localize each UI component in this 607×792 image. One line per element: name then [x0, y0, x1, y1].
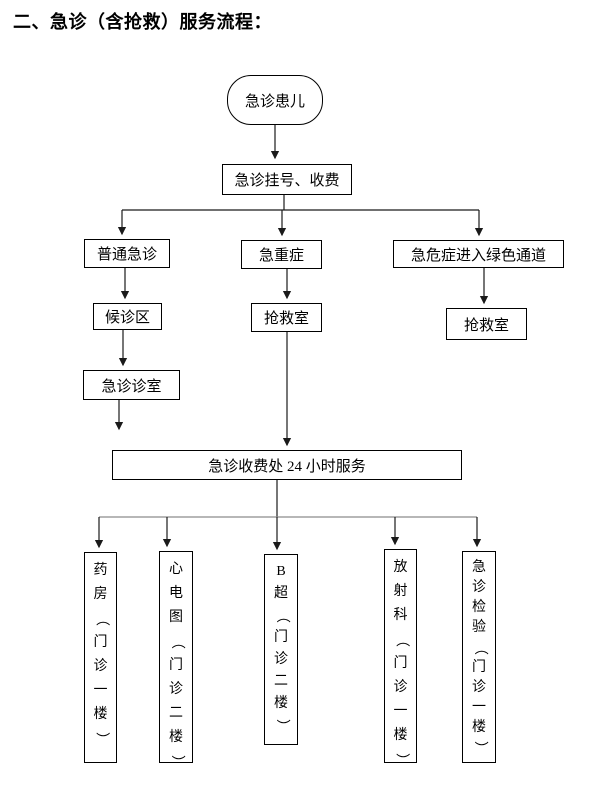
node-ecg: 心电图（门诊二楼）	[159, 551, 193, 769]
node-acute-severe: 急重症	[241, 240, 322, 269]
node-label: 急诊挂号、收费	[234, 173, 340, 189]
node-emergency-lab: 急诊检验（门诊一楼）	[462, 551, 496, 763]
node-waiting-area: 候诊区	[93, 303, 162, 330]
node-rescue-room-right: 抢救室	[446, 308, 527, 340]
node-fee-office-24h: 急诊收费处 24 小时服务	[112, 450, 462, 480]
node-label: 抢救室	[463, 317, 509, 334]
node-emergency-clinic-room: 急诊诊室	[83, 370, 180, 400]
node-label: 急诊收费处 24 小时服务	[208, 458, 366, 475]
node-label: 急危症进入绿色通道	[410, 247, 546, 264]
node-registration-fee: 急诊挂号、收费	[222, 164, 352, 195]
node-label: 抢救室	[263, 311, 309, 327]
node-rescue-room-mid: 抢救室	[251, 303, 322, 332]
node-label: 急诊诊室	[101, 378, 162, 395]
node-label: 候诊区	[104, 310, 150, 326]
page-title: 二、急诊（含抢救）服务流程：	[13, 12, 272, 32]
node-label: 急重症	[258, 248, 304, 264]
node-pharmacy: 药房（门诊一楼）	[84, 552, 117, 763]
node-radiology: 放射科（门诊一楼）	[384, 549, 417, 767]
node-normal-emergency: 普通急诊	[84, 239, 170, 268]
node-emergency-patient: 急诊患儿	[227, 75, 323, 125]
node-label: 普通急诊	[96, 247, 157, 263]
node-critical-green-channel: 急危症进入绿色通道	[393, 240, 564, 268]
node-label: 急诊患儿	[244, 93, 305, 110]
